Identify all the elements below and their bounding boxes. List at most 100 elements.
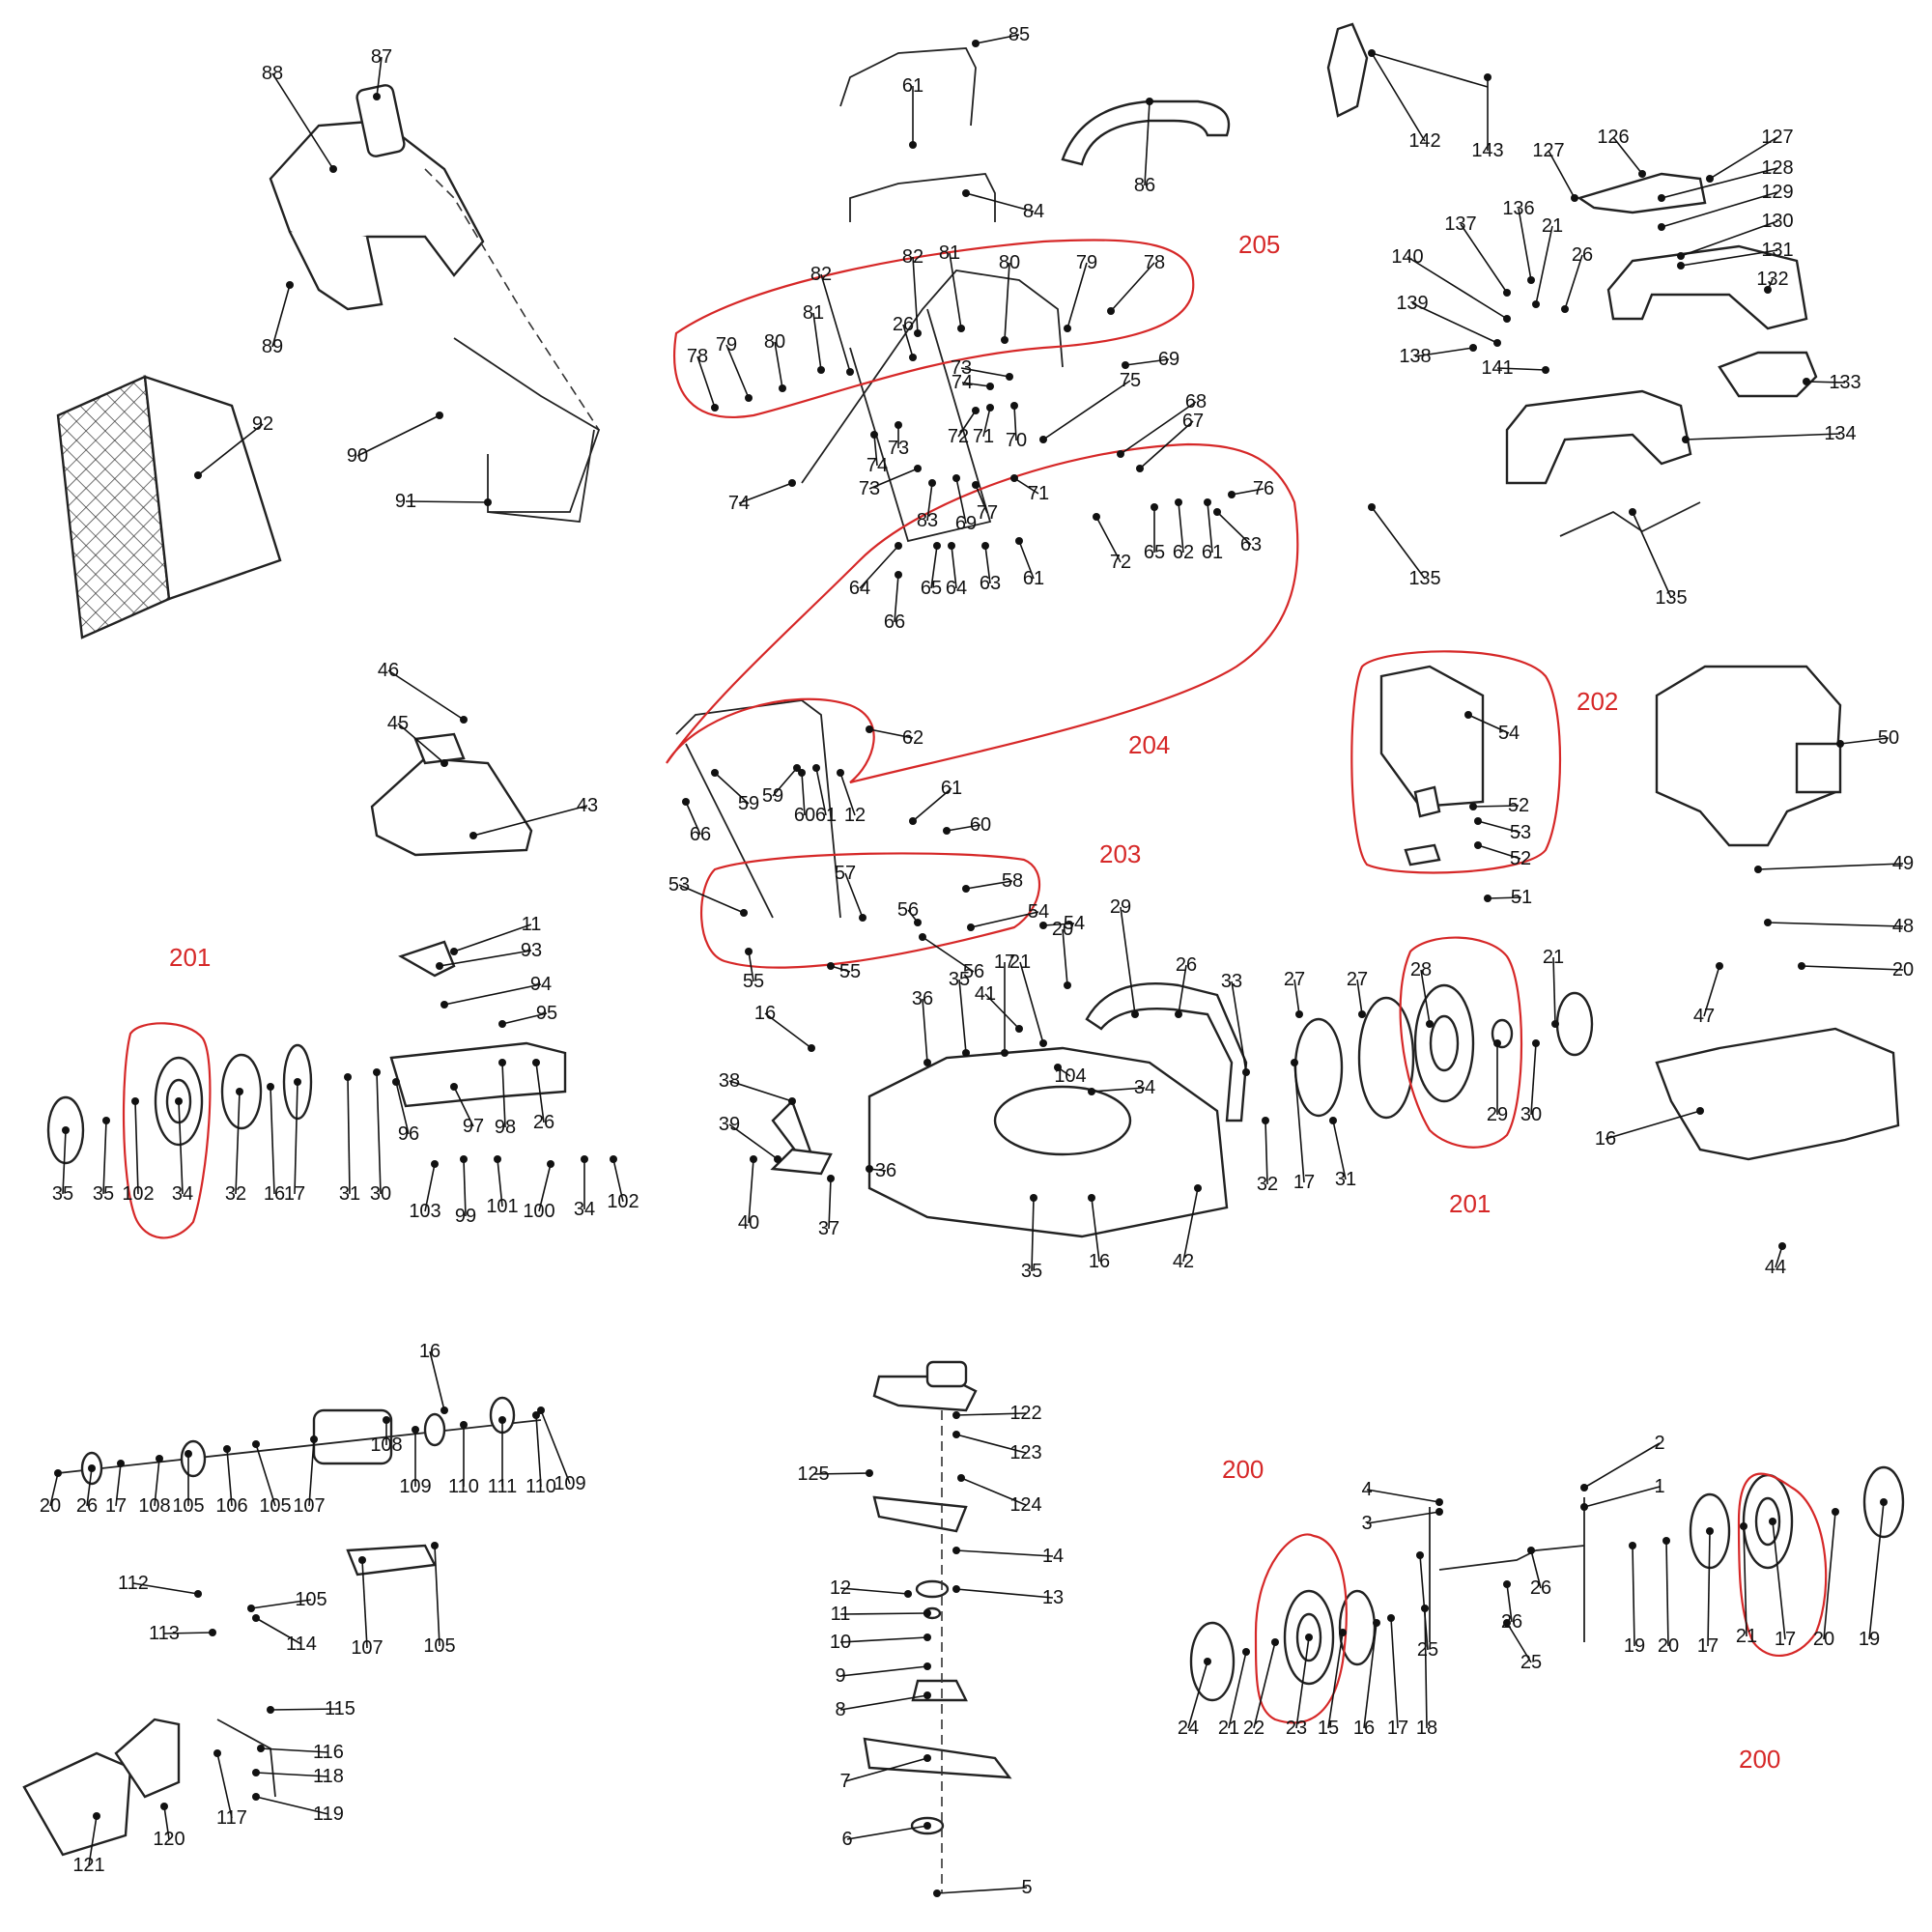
leader-line: [1487, 896, 1522, 899]
leader-line: [501, 1012, 548, 1025]
part-number-label: 26: [533, 1112, 554, 1133]
group-labels: 200 200 201 201 202 203 204 205: [169, 230, 1780, 1774]
leader-dot: [870, 431, 878, 439]
leader-dot: [1474, 817, 1482, 825]
part-number-label: 133: [1829, 372, 1861, 393]
group-outline-201-right: [1399, 936, 1523, 1149]
leader-dot: [1493, 1039, 1501, 1047]
leader-line: [975, 484, 988, 514]
leader-line: [839, 1694, 928, 1711]
part-number-label: 102: [607, 1191, 639, 1212]
part-number-label: 105: [172, 1495, 204, 1517]
leader-line: [1564, 254, 1583, 310]
leader-dot: [1093, 513, 1100, 521]
part-number-label: 27: [1347, 969, 1368, 990]
leader-line: [1419, 1554, 1429, 1651]
leader-line: [1091, 1197, 1100, 1263]
leader-dot: [967, 923, 975, 931]
leader-dot: [1503, 289, 1511, 297]
part-number-label: 125: [797, 1463, 829, 1485]
part-number-label: 114: [286, 1634, 317, 1655]
leader-line: [1685, 433, 1841, 440]
leader-line: [728, 1123, 779, 1160]
part-number-label: 96: [398, 1123, 419, 1145]
part-number-label: 78: [687, 346, 708, 367]
leader-dot: [431, 1160, 439, 1168]
leader-dot: [436, 412, 443, 419]
part-number-label: 20: [1658, 1635, 1679, 1657]
leader-line: [1414, 347, 1474, 357]
leader-dot: [1769, 1518, 1776, 1525]
leader-line: [815, 767, 827, 816]
leader-line: [738, 482, 793, 504]
leader-dot: [547, 1160, 554, 1168]
leader-dot: [412, 1426, 419, 1434]
part-number-label: 58: [1002, 870, 1023, 892]
part-number-label: 55: [743, 971, 764, 992]
part-number-label: 116: [313, 1742, 344, 1763]
leader-dot: [498, 1416, 506, 1424]
part-number-label: 73: [859, 478, 880, 499]
part-number-label: 108: [138, 1495, 170, 1517]
part-number-label: 64: [849, 578, 870, 599]
leader-line: [1363, 1622, 1378, 1729]
part-number-label: 3: [1361, 1513, 1372, 1534]
group-label-201-right: 201: [1449, 1189, 1491, 1218]
leader-dot: [866, 1165, 873, 1173]
part-number-label: 19: [1859, 1629, 1880, 1650]
leader-lines: [49, 34, 1904, 1897]
part-number-label: 140: [1391, 246, 1423, 268]
leader-dot: [252, 1793, 260, 1801]
leader-dot: [209, 1629, 216, 1636]
leader-line: [1327, 1632, 1344, 1729]
leader-dot: [460, 1155, 468, 1163]
leader-line: [1661, 167, 1778, 199]
leader-dot: [1291, 1059, 1298, 1066]
leader-line: [255, 1617, 302, 1645]
part-number-label: 20: [1892, 959, 1914, 980]
leader-line: [951, 545, 957, 589]
leader-line: [255, 1443, 276, 1507]
part-number-label: 107: [351, 1637, 383, 1659]
part-number-label: 32: [1257, 1174, 1278, 1195]
leader-line: [271, 72, 334, 170]
part-number-label: 43: [577, 795, 598, 816]
part-number-label: 98: [495, 1117, 516, 1138]
part-number-label: 81: [803, 302, 824, 324]
leader-line: [975, 34, 1020, 44]
leader-dot: [440, 1001, 448, 1009]
leader-dot: [952, 1411, 960, 1419]
leader-line: [960, 1477, 1027, 1506]
leader-line: [1187, 1661, 1208, 1729]
leader-dot: [1242, 1068, 1250, 1076]
part-number-label: 65: [921, 578, 942, 599]
part-number-label: 21: [1736, 1626, 1757, 1647]
leader-dot: [1629, 508, 1636, 516]
leader-line: [961, 382, 991, 387]
leader-dot: [1716, 962, 1723, 970]
part-number-label: 80: [764, 331, 785, 353]
leader-dot: [914, 465, 922, 472]
leader-line: [1124, 358, 1170, 366]
part-number-label: 26: [1501, 1611, 1522, 1633]
leader-line: [1013, 477, 1039, 495]
part-number-label: 31: [339, 1183, 360, 1205]
part-number-label: 1: [1654, 1476, 1664, 1497]
leader-line: [1042, 923, 1075, 926]
leader-line: [260, 1747, 329, 1753]
leader-dot: [1464, 711, 1472, 719]
leader-dot: [1204, 498, 1211, 506]
leader-line: [774, 341, 783, 389]
leader-dot: [1798, 962, 1805, 970]
part-number-label: 113: [149, 1623, 180, 1644]
leader-dot: [745, 394, 753, 402]
leader-dot: [774, 1155, 781, 1163]
part-number-label: 127: [1761, 127, 1793, 148]
leader-dot: [923, 1691, 931, 1699]
part-number-label: 40: [738, 1212, 759, 1234]
part-number-label: 25: [1417, 1639, 1438, 1661]
leader-dot: [1001, 336, 1009, 344]
leader-dot: [247, 1605, 255, 1612]
part-drawings: [22, 22, 1905, 1893]
leader-dot: [1493, 339, 1501, 347]
